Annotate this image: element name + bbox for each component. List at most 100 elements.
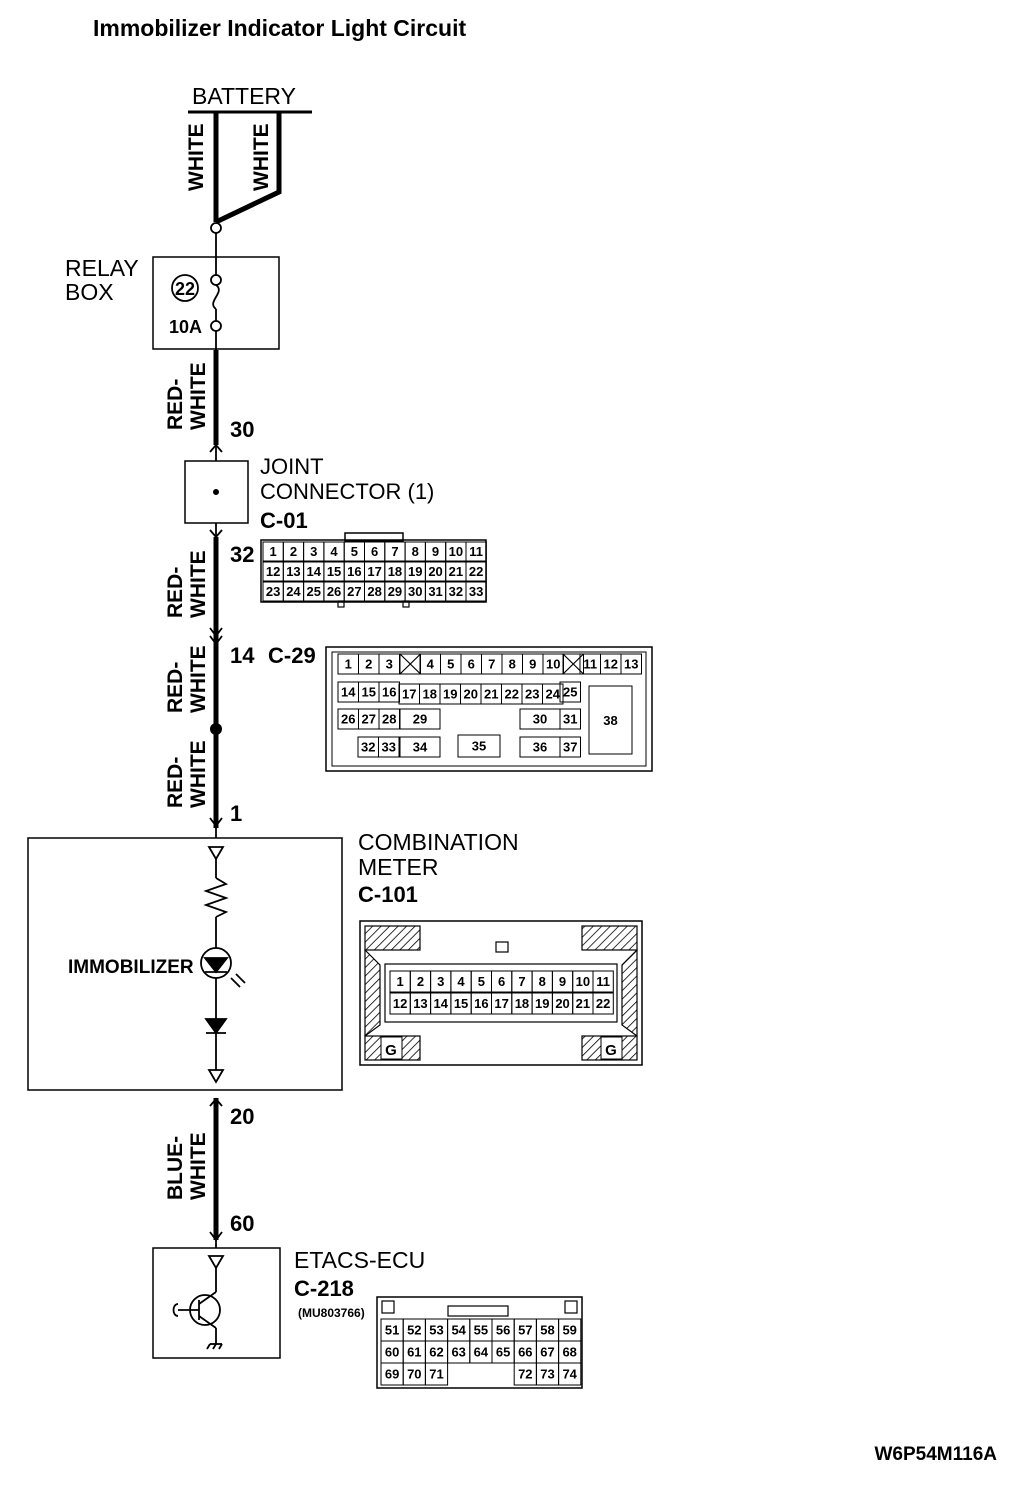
pin-label: 10 [576,974,590,989]
pin-label: 13 [624,657,638,672]
pin-label: 5 [447,657,454,672]
pin-label: 10 [449,544,463,559]
pin-label: 20 [464,687,478,702]
splice-point [210,723,222,735]
pin-label: 8 [539,974,546,989]
pin-label: 28 [367,584,381,599]
pin-label: 32 [361,740,375,755]
pin-cell [588,685,633,755]
pin-label: 18 [388,564,402,579]
pin-label: 4 [457,974,465,989]
pin-label: 21 [449,564,463,579]
pin-label: 16 [382,685,396,700]
figure-code: W6P54M116A [874,1444,997,1465]
pin-label: 63 [451,1345,465,1360]
pin-label: 2 [365,657,372,672]
joint-connector-label: JOINT [260,454,324,479]
transistor-icon [172,1255,225,1350]
pin-label: 9 [432,544,439,559]
diagram-title: Immobilizer Indicator Light Circuit [93,15,466,41]
connector-arrow [209,529,223,539]
pin-label: 16 [474,996,488,1011]
terminal-14: 14 [230,643,255,668]
pin-label: 22 [469,564,483,579]
pin-cell [592,992,614,1015]
pin-cell [399,708,441,730]
pin-label: 23 [266,584,280,599]
pin-label: 58 [540,1323,554,1338]
etacs-code: C-218 [294,1276,354,1301]
combination-meter-code: C-101 [358,882,418,907]
wire-color-labels: WHITE WHITE RED- WHITE RED- WHITE RED- W… [164,123,273,1200]
pin-label: 26 [341,712,355,727]
terminal-30: 30 [230,417,254,442]
pin-label: 16 [347,564,361,579]
pin-label: 19 [535,996,549,1011]
pin-label: 1 [270,544,277,559]
pin-label: 23 [525,687,539,702]
pin-label: 12 [266,564,280,579]
pin-cell [558,1362,582,1386]
main-harness [213,112,282,1240]
pin-label: 3 [386,657,393,672]
pin-label: 6 [371,544,378,559]
pin-label: 22 [505,687,519,702]
wire-label-white: WHITE [187,550,210,618]
pin-cell [465,561,487,582]
pin-label: 30 [533,712,547,727]
wire-label-white: WHITE [187,362,210,430]
pin-label: 21 [484,687,498,702]
pin-label: 65 [496,1345,510,1360]
combination-meter-label: COMBINATION [358,829,519,855]
pin-label: 6 [498,974,505,989]
pin-label: 11 [596,974,610,989]
pin-label: 19 [443,687,457,702]
pin-label: 51 [385,1323,399,1338]
fuse-number-badge [171,274,199,302]
pin-label: 9 [559,974,566,989]
pin-cell [559,736,581,758]
pin-label: 11 [583,657,597,672]
pin-label: 4 [427,657,435,672]
pin-label: 55 [474,1323,488,1338]
pin-label: 14 [307,564,322,579]
pin-label: 33 [469,584,483,599]
fuse-number: 22 [175,279,195,299]
pin-label: 20 [555,996,569,1011]
pin-label: 33 [382,740,396,755]
wire-label-blue: BLUE- [164,1136,187,1200]
connector-arrow [209,817,223,828]
pin-label: 11 [469,544,483,559]
pin-label: 56 [496,1323,510,1338]
pin-label: 25 [563,685,577,700]
terminal-32: 32 [230,542,254,567]
pin-cell [465,541,487,562]
pin-cell [592,970,614,993]
pin-label: 14 [341,685,356,700]
connector-c29-arrow [209,627,223,646]
pin-label: 18 [515,996,529,1011]
pin-label: 59 [562,1323,576,1338]
pin-label: 69 [385,1367,399,1382]
wire-label-red: RED- [164,379,187,430]
immobilizer-indicator-circuit [200,846,246,1084]
pin-label: 34 [413,740,428,755]
wire-label-white-left: WHITE [185,123,208,191]
pin-label: 27 [347,584,361,599]
pin-label: 24 [286,584,301,599]
pin-label: 18 [423,687,437,702]
wire-label-red: RED- [164,567,187,618]
pin-cell [562,653,584,675]
pin-label: 8 [412,544,419,559]
pin-label: 1 [397,974,404,989]
fuse-rating: 10A [169,317,202,337]
pin-cell [465,581,487,602]
pin-label: 60 [385,1345,399,1360]
pin-label: 3 [437,974,444,989]
pin-label: 66 [518,1345,532,1360]
pin-label: 32 [449,584,463,599]
joint-connector-label: CONNECTOR (1) [260,479,434,504]
pin-label: 13 [286,564,300,579]
pin-label: 25 [307,584,321,599]
pin-label: 26 [327,584,341,599]
